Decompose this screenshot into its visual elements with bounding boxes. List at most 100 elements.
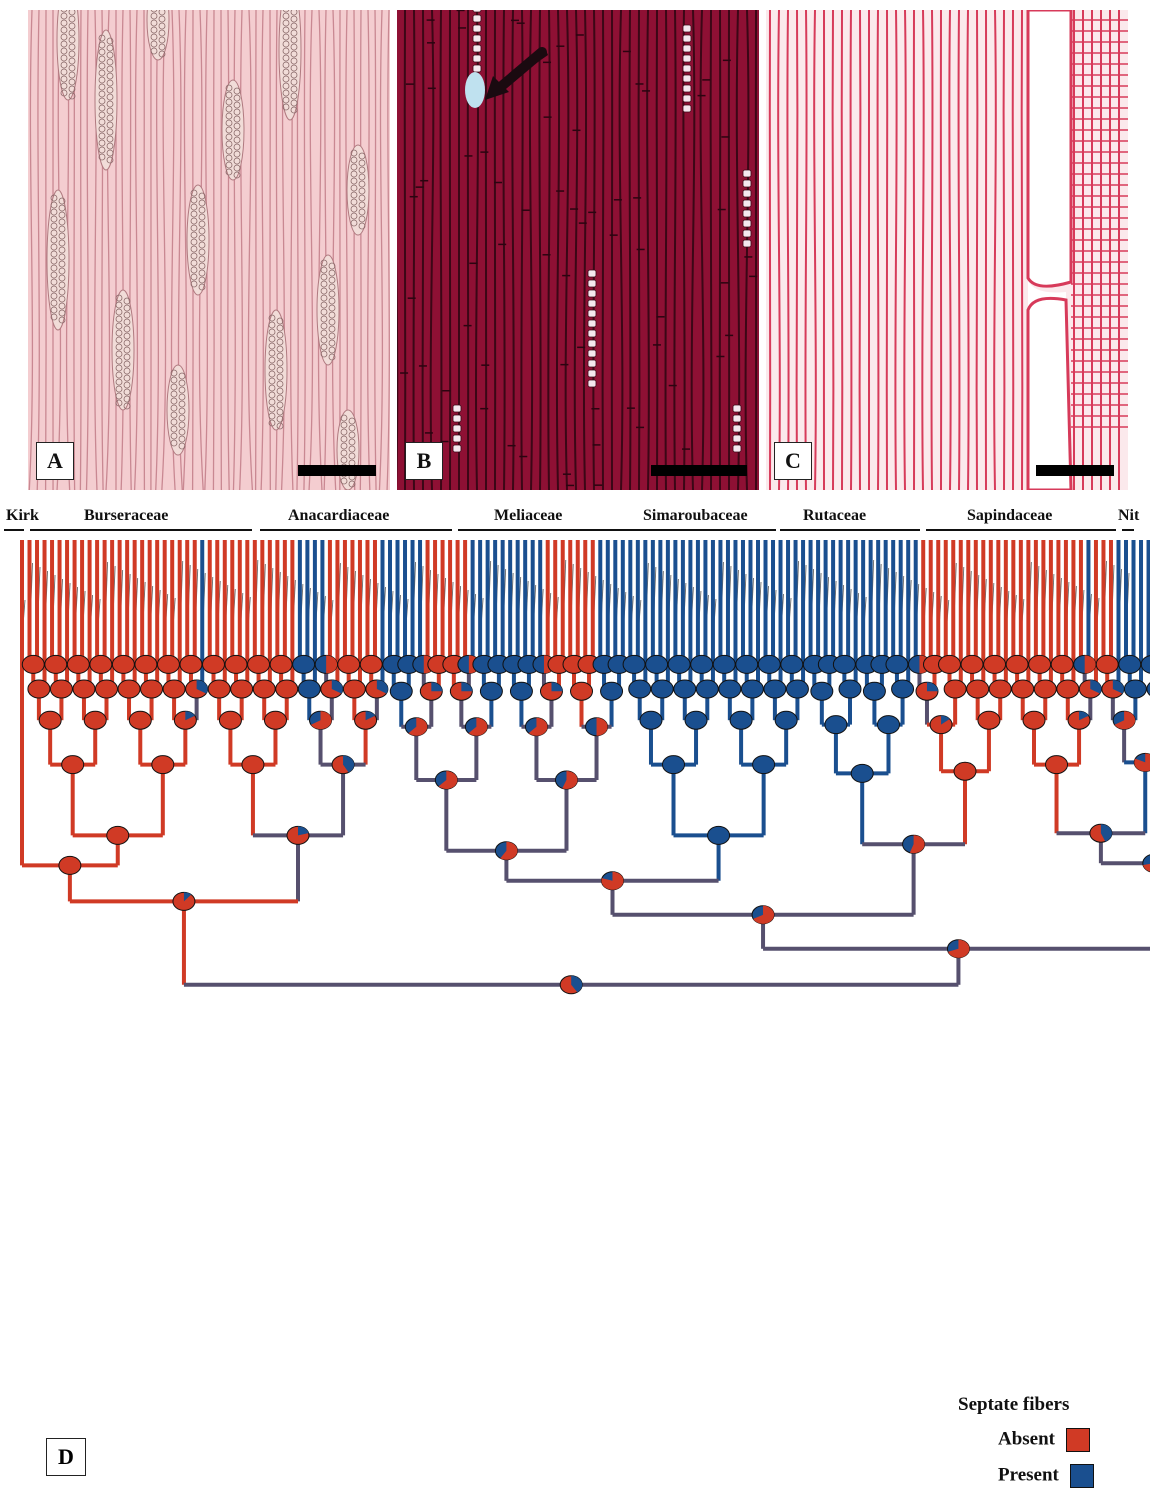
ancestral-state-pie (320, 679, 344, 699)
ancestral-state-pie (419, 681, 443, 701)
ancestral-state-pie (1140, 655, 1150, 674)
ancestral-state-pie (707, 825, 731, 845)
ancestral-state-pie (252, 679, 276, 699)
ancestral-state-pie (263, 710, 287, 730)
vessel-upper (1026, 10, 1073, 288)
legend-absent-swatch (1065, 1428, 1090, 1452)
ancestral-state-pie (61, 755, 85, 775)
ancestral-state-pie (850, 763, 874, 783)
ancestral-state-pie (718, 679, 742, 699)
panel-b-micrograph: B (397, 10, 759, 490)
ancestral-state-pie (224, 654, 248, 674)
family-divider-lines (4, 529, 1134, 531)
ancestral-state-pie (404, 717, 428, 737)
ancestral-state-pie (241, 755, 265, 775)
ancestral-state-pie (134, 654, 158, 674)
panel-a-scale-bar (298, 465, 376, 476)
ancestral-state-pie (1022, 710, 1046, 730)
ancestral-state-pie (202, 654, 226, 674)
ancestral-state-pie (38, 710, 62, 730)
ancestral-state-pie (1123, 679, 1147, 699)
ancestral-state-pie (292, 654, 316, 674)
legend-title: Septate fibers (958, 1394, 1070, 1415)
ancestral-state-pie (365, 679, 389, 699)
ancestral-state-pie (1089, 823, 1113, 843)
ancestral-state-pie (559, 975, 583, 995)
ancestral-state-pie (780, 654, 804, 674)
ancestral-state-pie (622, 654, 646, 674)
panel-a-micrograph: A (28, 10, 390, 490)
ancestral-state-pie (173, 710, 197, 730)
panel-b-image (397, 10, 759, 490)
ancestral-state-pie (684, 710, 708, 730)
arrow-icon-shaft (492, 47, 547, 95)
ancestral-state-pie (179, 654, 203, 674)
arrow-head (485, 76, 509, 100)
ancestral-state-pie (838, 679, 862, 699)
panel-d-label: D (46, 1438, 86, 1476)
ancestral-state-pie (740, 679, 764, 699)
ray-2 (146, 10, 170, 61)
ancestral-state-pie (128, 710, 152, 730)
ancestral-state-pie (83, 710, 107, 730)
ancestral-state-pie (662, 755, 686, 775)
legend-present-swatch (1069, 1464, 1094, 1488)
panel-c-label: C (774, 442, 812, 480)
ancestral-state-pie (354, 710, 378, 730)
ray-6 (316, 254, 340, 366)
ancestral-state-pie (695, 679, 719, 699)
panel-c-micrograph: C (766, 10, 1128, 490)
ancestral-state-pie (509, 681, 533, 701)
ancestral-state-pie (297, 679, 321, 699)
panel-a-label: A (36, 442, 74, 480)
ancestral-state-pie (1112, 710, 1136, 730)
ancestral-state-pie (479, 681, 503, 701)
ancestral-state-pie (1056, 679, 1080, 699)
ancestral-state-pie (977, 710, 1001, 730)
ancestral-state-pie (89, 654, 113, 674)
ancestral-state-pie (953, 761, 977, 781)
ancestral-state-pie (1095, 654, 1119, 674)
ancestral-state-pie (286, 825, 310, 845)
ancestral-state-pie (389, 681, 413, 701)
ancestral-state-pie (752, 755, 776, 775)
ancestral-state-pie (667, 654, 691, 674)
ancestral-state-pie (1067, 710, 1091, 730)
ancestral-state-pie (891, 679, 915, 699)
ancestral-state-pie (824, 715, 848, 735)
ancestral-state-pie (58, 855, 82, 875)
ancestral-state-pie (600, 871, 624, 891)
ancestral-state-pie (49, 679, 73, 699)
ancestral-state-pie (960, 654, 984, 674)
panel-c-image (766, 10, 1128, 490)
ancestral-state-pie (763, 679, 787, 699)
ancestral-state-pie (314, 654, 338, 674)
crystal-cell (465, 72, 485, 108)
ancestral-state-pie (929, 715, 953, 735)
ray-4 (221, 79, 245, 181)
ancestral-state-pie (337, 654, 361, 674)
ancestral-state-pie (1142, 854, 1150, 873)
ancestral-state-pie (207, 679, 231, 699)
ancestral-state-pie (729, 710, 753, 730)
ancestral-state-pie (94, 679, 118, 699)
ancestral-state-pie (938, 654, 962, 674)
panel-c-scale-bar (1036, 465, 1114, 476)
ancestral-state-pies (21, 654, 1150, 995)
ancestral-state-pie (140, 679, 164, 699)
ancestral-state-pie (342, 679, 366, 699)
ancestral-state-pie (1011, 679, 1035, 699)
ancestral-state-pie (1028, 654, 1052, 674)
ancestral-state-pie (785, 679, 809, 699)
ancestral-state-pie (27, 679, 51, 699)
ancestral-state-pie (269, 654, 293, 674)
ancestral-state-pie (247, 654, 271, 674)
ancestral-state-pie (1133, 752, 1150, 772)
ancestral-state-pie (639, 710, 663, 730)
ancestral-state-pie (331, 755, 355, 775)
ancestral-state-pie (1101, 679, 1125, 699)
ancestral-state-pie (751, 905, 775, 925)
ancestral-state-pie (600, 681, 624, 701)
ancestral-state-pie (72, 679, 96, 699)
ancestral-state-pie (943, 679, 967, 699)
